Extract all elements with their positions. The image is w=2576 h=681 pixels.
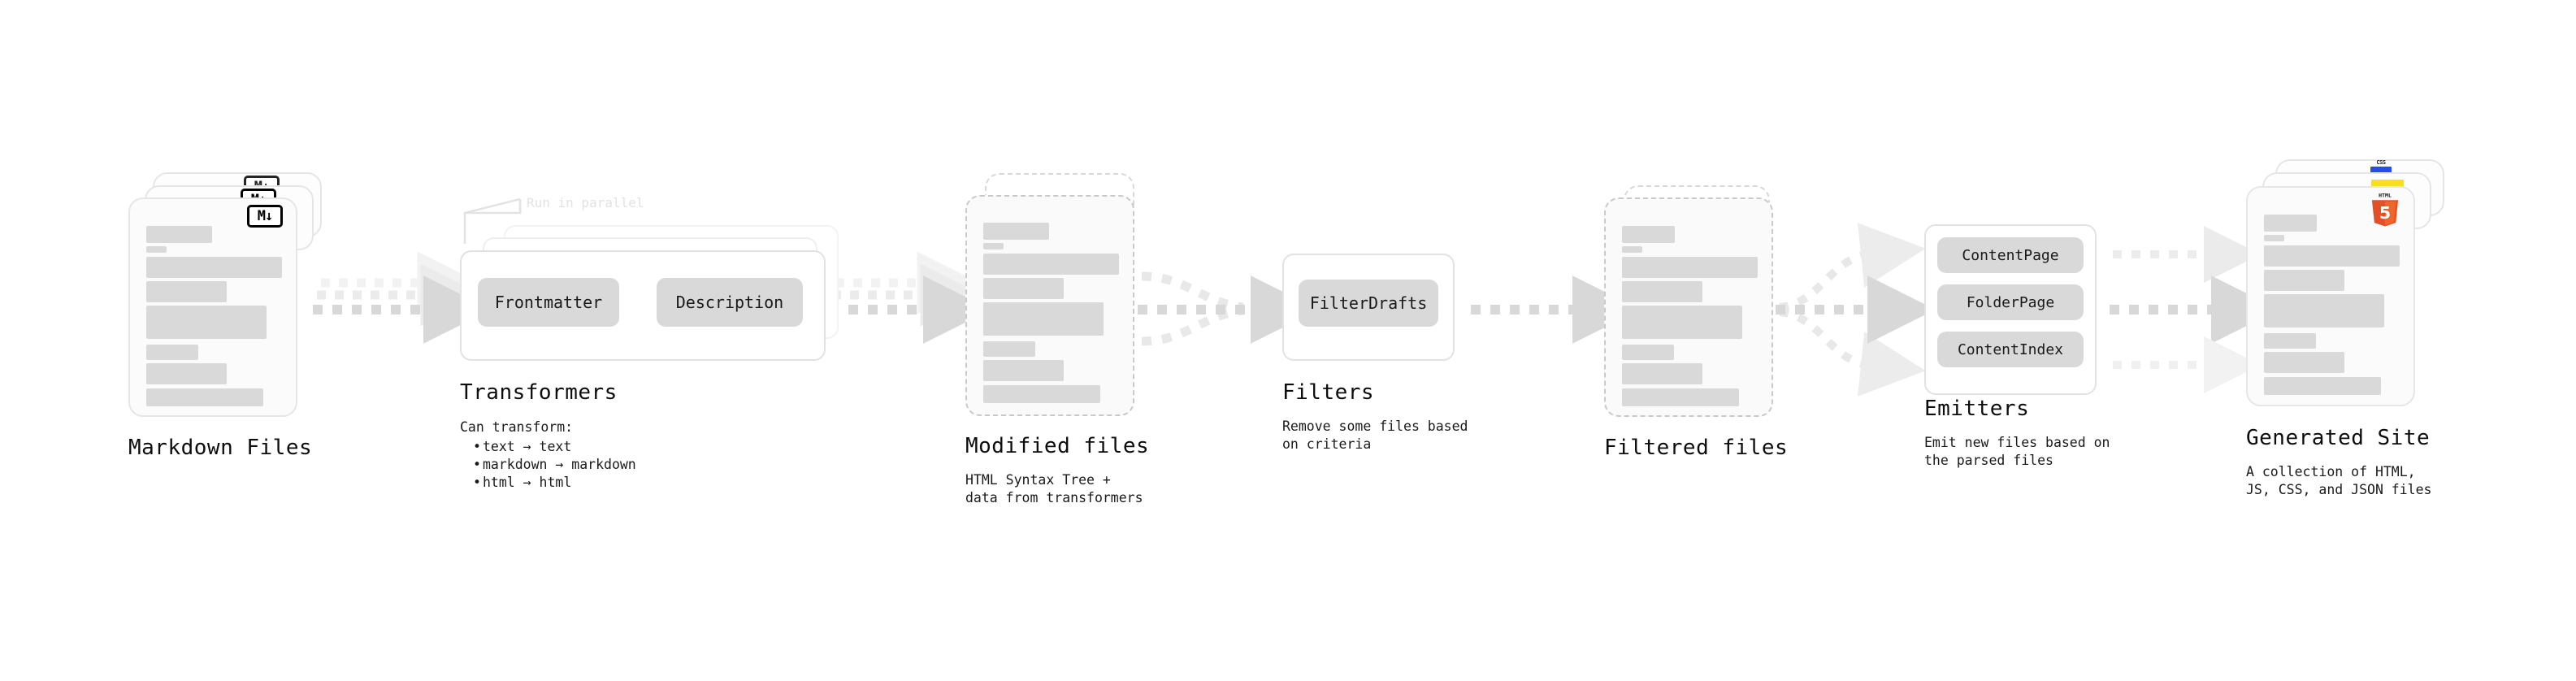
svg-text:HTML: HTML (2379, 193, 2392, 199)
transformer-chip-frontmatter[interactable]: Frontmatter (478, 278, 619, 327)
filtered-files-title: Filtered files (1604, 436, 1789, 460)
emitters-title: Emitters (1924, 397, 2030, 421)
modified-files-subtitle: HTML Syntax Tree + data from transformer… (965, 472, 1143, 505)
emitter-chip-contentpage[interactable]: ContentPage (1937, 237, 2084, 273)
arrow-markdown-to-transformers (313, 251, 492, 344)
transformers-note-list: text → text markdown → markdown html → h… (460, 438, 636, 492)
filters-subtitle: Remove some files based on criteria (1282, 419, 1468, 452)
transformer-chip-description[interactable]: Description (657, 278, 803, 327)
modified-files-title: Modified files (965, 434, 1150, 458)
generated-site-subtitle: A collection of HTML, JS, CSS, and JSON … (2246, 464, 2432, 497)
arrow-transformers-to-modified (829, 251, 991, 344)
arrow-filtered-to-emitters (1776, 223, 1936, 397)
filters-title: Filters (1282, 380, 1375, 405)
markdown-files-title: Markdown Files (128, 436, 313, 460)
emitters-subtitle: Emit new files based on the parsed files (1924, 435, 2110, 468)
emitter-chip-contentindex[interactable]: ContentIndex (1937, 332, 2084, 367)
html5-badge: HTML 5 (2370, 192, 2400, 228)
run-in-parallel-label: Run in parallel (527, 195, 644, 210)
transformers-note-item-1: markdown → markdown (473, 456, 636, 474)
parallel-bracket (463, 197, 522, 244)
svg-text:5: 5 (2379, 203, 2391, 223)
transformers-title: Transformers (460, 380, 618, 405)
markdown-badge-front: M↓ (247, 205, 283, 228)
arrow-emitters-to-site (2110, 226, 2279, 393)
emitter-chip-folderpage[interactable]: FolderPage (1937, 284, 2084, 320)
css-badge-label: CSS (2376, 159, 2386, 166)
transformers-note-heading: Can transform: (460, 419, 574, 435)
filter-chip-filterdrafts[interactable]: FilterDrafts (1299, 280, 1438, 327)
arrow-modified-to-filters (1138, 271, 1319, 346)
generated-site-title: Generated Site (2246, 426, 2431, 450)
transformers-note-item-0: text → text (473, 438, 636, 456)
transformers-note: Can transform: text → text markdown → ma… (460, 419, 636, 492)
transformers-note-item-2: html → html (473, 474, 636, 492)
